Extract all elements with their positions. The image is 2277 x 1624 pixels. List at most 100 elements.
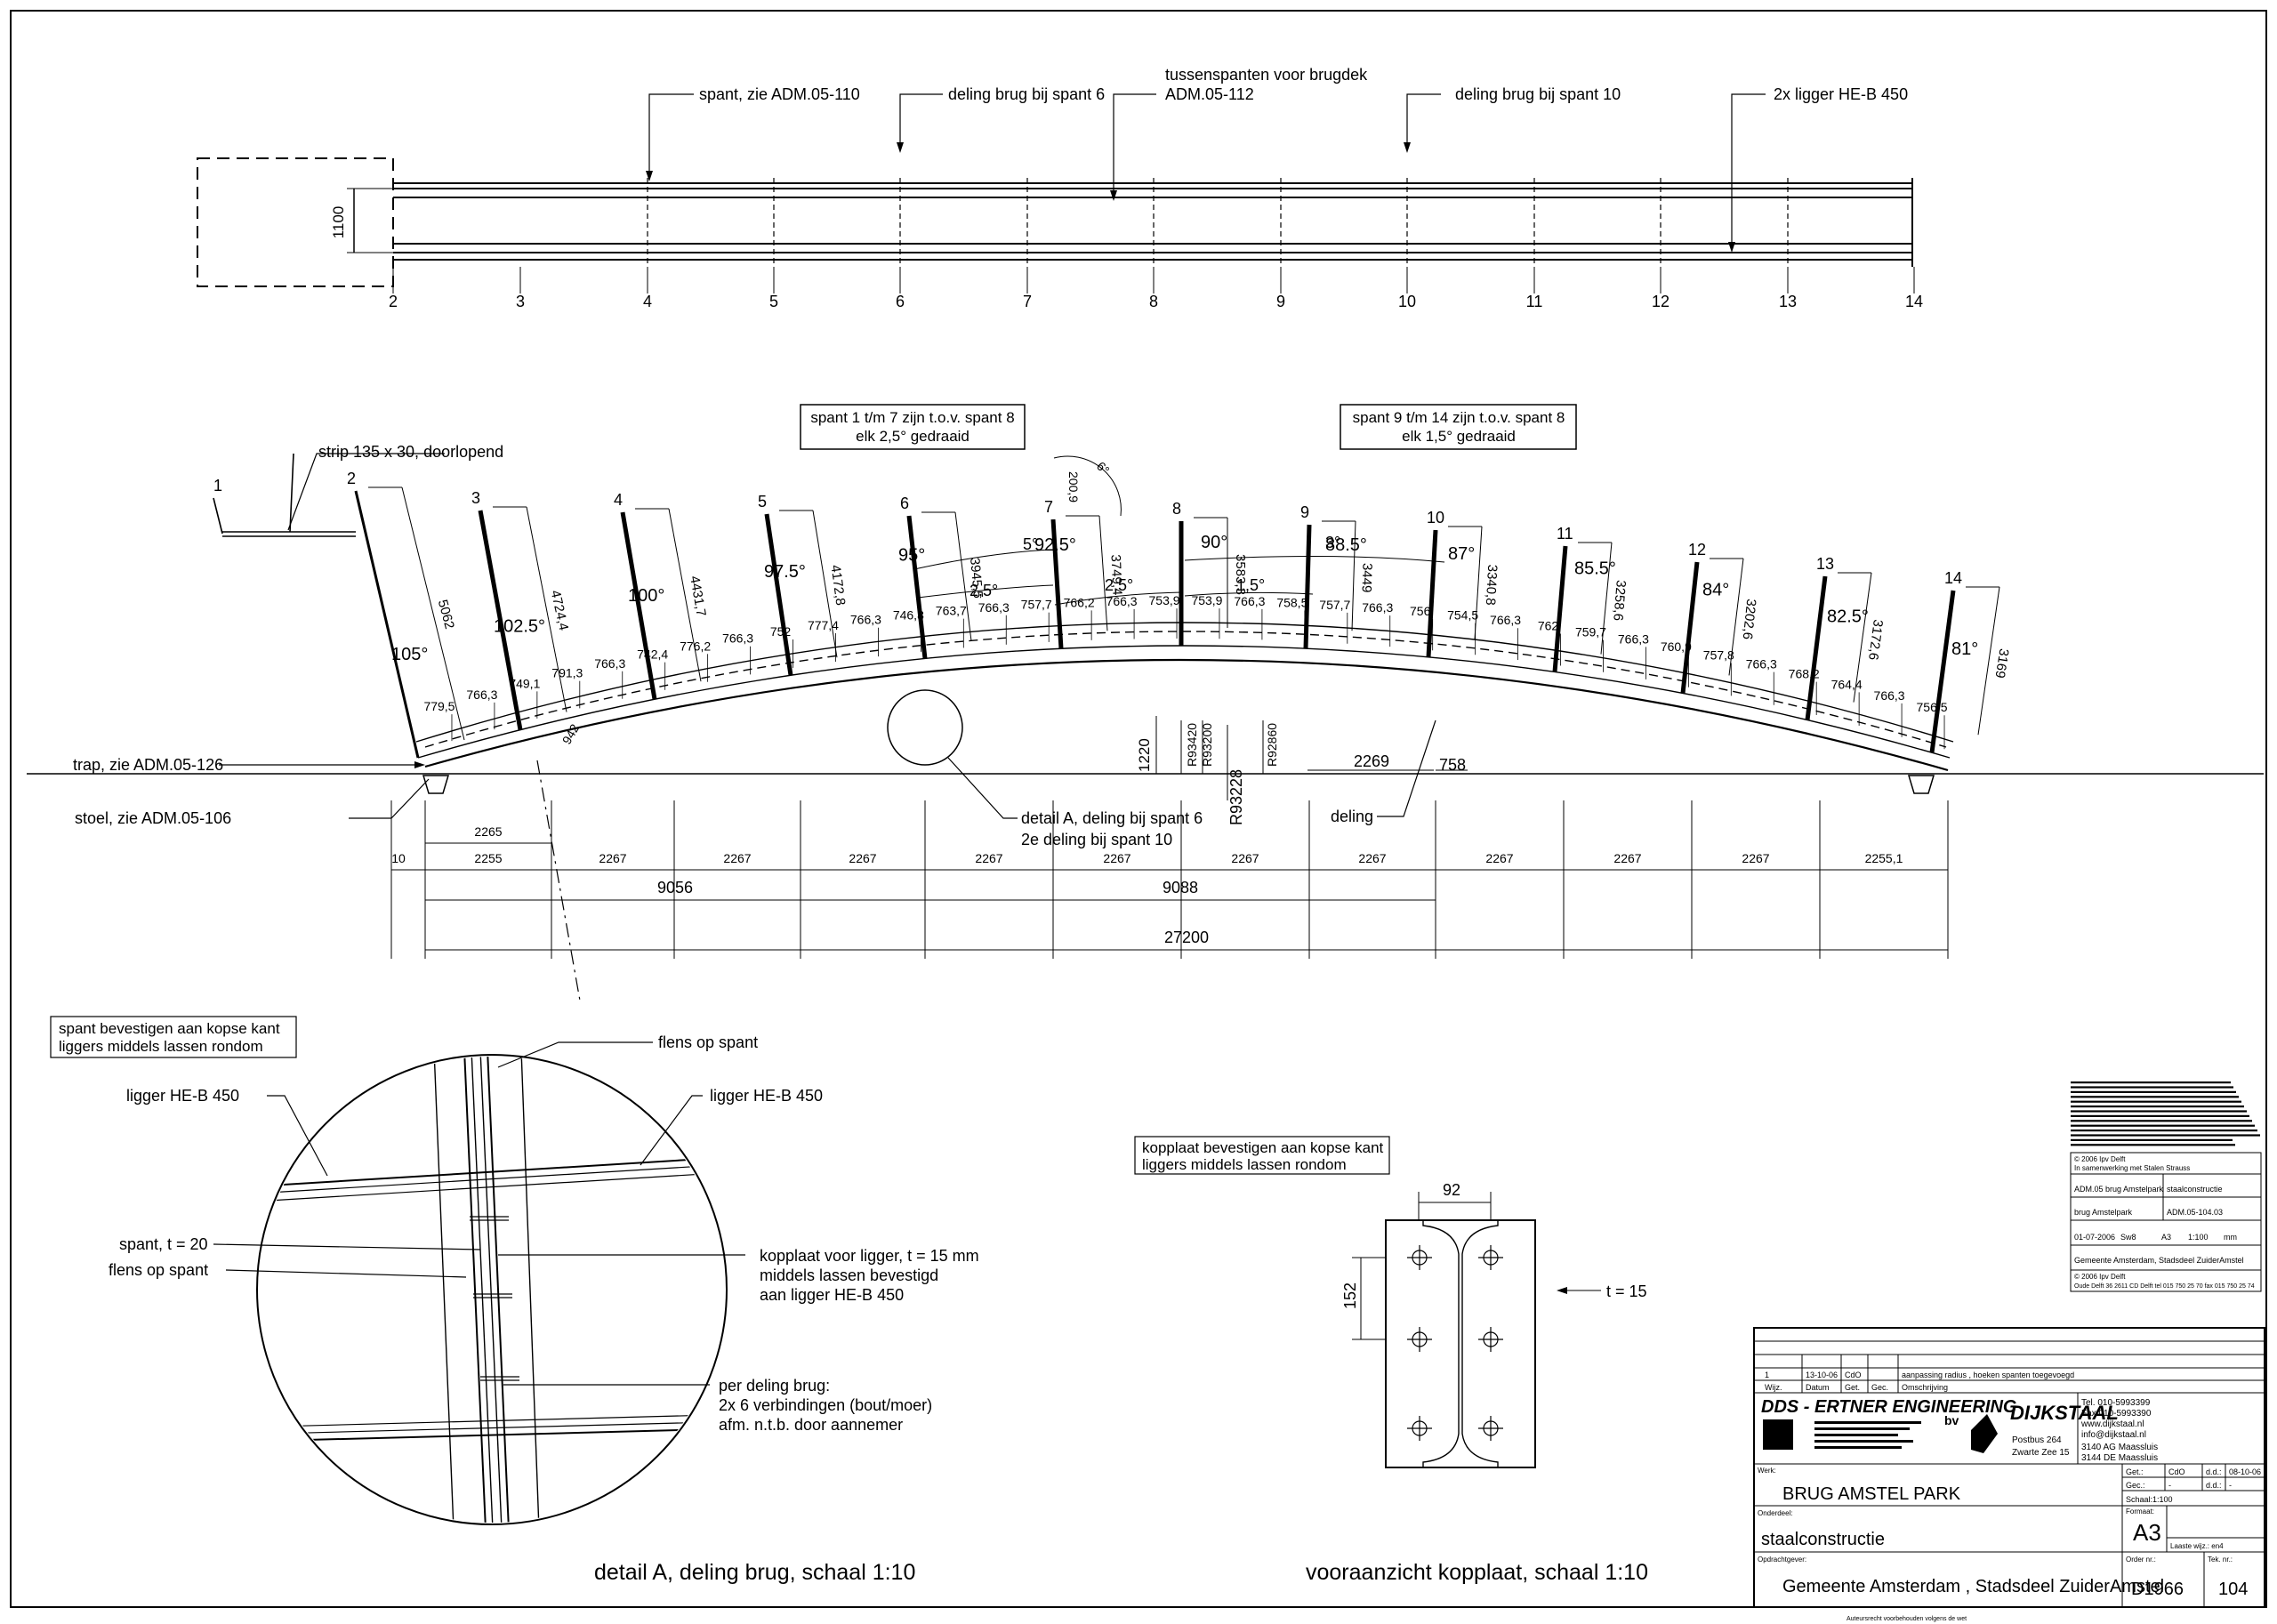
tb-fax: Fax 010-5993390 [2081,1409,2152,1419]
tb-dd2-label: d.d.: [2206,1481,2222,1490]
dds-address-line [1814,1427,1910,1430]
detail-flens-top: flens op spant [658,1033,758,1051]
elev-detail-label-2: 2e deling bij spant 10 [1021,831,1172,848]
tb-tekno: ADM.05-104.03 [2167,1208,2223,1217]
dim-chain-label: 10 [391,851,406,865]
plan-spant-number: 4 [643,293,652,310]
elev-spant-number: 6 [900,494,909,512]
elev-spant-number: 12 [1688,541,1706,559]
dds-address-line [1814,1421,1921,1424]
tb-gem: Gemeente Amsterdam, Stadsdeel ZuiderAmst… [2074,1256,2244,1265]
tb-get-label: Get.: [2126,1467,2144,1476]
dim-chain-label: 2267 [723,851,751,865]
elev-spant-member [906,515,928,659]
kopplaat-dim-152: 152 [1341,1282,1359,1309]
elev-strip-label: strip 135 x 30, doorlopend [318,443,503,461]
tb-hdr-gec: Gec. [1871,1383,1888,1392]
detail-kopplaat-2: middels lassen bevestigd [760,1266,938,1284]
tb-postbus: Postbus 264 [2012,1435,2062,1445]
dim-2265: 2265 [474,824,502,839]
elev-spant-number: 2 [347,470,356,487]
plan-spant-number: 9 [1276,293,1285,310]
elev-height-label: 3583,3 [1233,554,1248,595]
elev-spant-number: 8 [1172,500,1181,518]
tb-order: D1966 [2131,1580,2184,1599]
elev-height-label: 4431,7 [687,575,709,617]
tb-hdr-get: Get. [1845,1383,1860,1392]
tb-web: www.dijkstaal.nl [2080,1419,2144,1429]
elev-height-dimline [1600,542,1613,655]
plan-spant-number: 13 [1779,293,1797,310]
tb-get-val: CdO [2168,1467,2185,1476]
elev-angle-6: 6° [1094,459,1113,478]
elev-angle-label: 102.5° [494,617,545,637]
elev-height-dimline [812,510,838,658]
elev-angle-5: 5° [1023,535,1038,553]
elev-dim-200-9: 200,9 [1066,471,1081,502]
tb-schaal-label: Schaal: [2126,1495,2152,1504]
elev-segment-label: 766,3 [1106,594,1138,608]
tb-staalen: In samenwerking met Stalen Strauss [2074,1164,2190,1172]
dim-9088: 9088 [1163,879,1198,896]
elev-spant-member [1552,545,1568,672]
elev-segment-label: 766,3 [722,631,753,646]
plan-spant-number: 14 [1905,293,1923,310]
detail-caption: detail A, deling brug, schaal 1:10 [594,1560,915,1585]
detail-a: spant bevestigen aan kopse kant liggers … [50,1016,979,1585]
elev-height-dimline [526,506,567,712]
elev-segment-label: 754,5 [1447,608,1478,623]
tb-rev-by: CdO [1845,1371,1862,1379]
elev-segment-label: 766,3 [594,656,625,671]
elev-height-dimline [1728,558,1744,676]
elev-angle-label: 85.5° [1574,559,1616,579]
dds-address-line [1814,1434,1898,1436]
elev-segment-label: 766,3 [1874,688,1905,703]
elev-height-label: 3202,6 [1740,599,1759,640]
tb-hdr-wijz: Wijz. [1765,1383,1782,1392]
plan-spant-number: 11 [1526,293,1543,310]
elev-segment-label: 760,9 [1661,639,1692,654]
elev-angle-2-5b: 2,5° [1105,576,1133,594]
elev-segment-label: 757,7 [1021,598,1052,612]
elev-angle-label: 87° [1448,544,1475,564]
elev-segment-label: 756,5 [1917,700,1948,714]
elev-spant-member [1050,519,1064,649]
tb-dd-label: d.d.: [2206,1467,2222,1476]
elev-box-right-2: elk 1,5° gedraaid [1402,428,1516,445]
tb-opdrachtgever: Gemeente Amsterdam , Stadsdeel ZuiderAms… [1782,1577,2164,1596]
elev-dim-1220: 1220 [1136,738,1153,772]
elev-segment-label: 791,3 [551,666,583,680]
elev-height-label: 4724,4 [548,589,572,631]
elev-angle-2-5a: 2,5° [970,582,998,599]
detail-ligger-left: ligger HE-B 450 [126,1087,239,1105]
tb-brug: brug Amstelpark [2074,1208,2133,1217]
elev-segment-label: 752 [770,624,792,639]
elev-dim-942: 942 [559,721,583,746]
elev-dim-r93420: R93420 [1185,723,1199,767]
tb-mail: info@dijkstaal.nl [2081,1430,2146,1440]
tb-ipv1: © 2006 Ipv Delft [2074,1155,2126,1163]
tb-onderdeel: staalconstructie [1761,1530,1885,1549]
elev-height-dimline [668,508,702,682]
tb-rev-date: 13-10-06 [1806,1371,1838,1379]
elev-segment-label: 749,1 [509,676,540,690]
plan-spant-number: 10 [1398,293,1416,310]
kopplaat-note-2: liggers middels lassen rondom [1142,1156,1347,1173]
elev-spant-member [478,510,523,731]
elev-segment-label: 756 [1410,604,1431,618]
elev-segment-label: 766,3 [1618,631,1649,646]
elev-segment-label: 766,3 [978,600,1010,615]
plan-label-adm112: ADM.05-112 [1165,85,1254,103]
elev-angle-1-5: 1,5° [1236,576,1265,594]
plan-width-dim: 1100 [330,206,347,239]
elev-segment-label: 766,3 [1234,594,1265,608]
kopplaat-dim-92: 92 [1443,1181,1460,1199]
dim-chain-label: 2267 [1103,851,1130,865]
elev-segment-label: 766,2 [1064,595,1095,609]
plan-spant-number: 5 [769,293,778,310]
fine-print-line [2071,1144,2235,1146]
tb-order-label: Order nr.: [2126,1556,2156,1564]
tb-formaat: A3 [2133,1519,2161,1546]
elev-segment-label: 746,8 [893,607,924,622]
